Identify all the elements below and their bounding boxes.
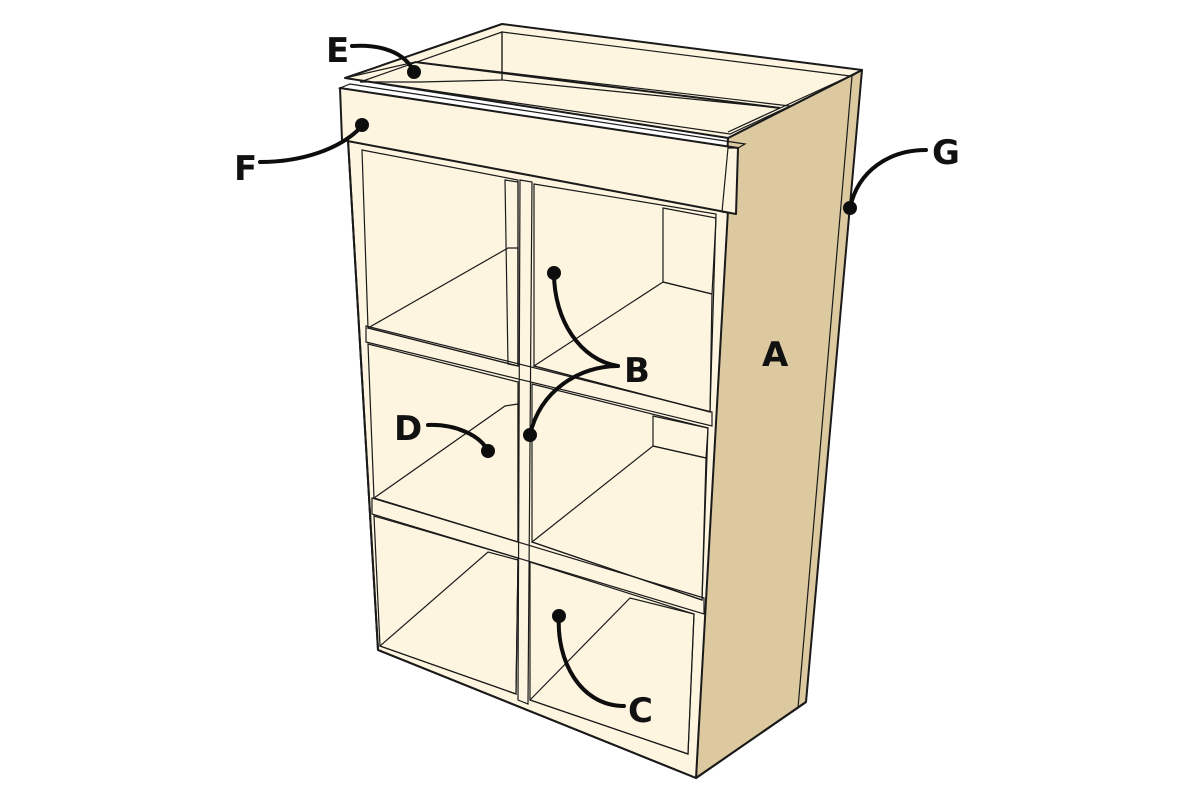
label-B: B: [523, 266, 650, 442]
label-E: E: [326, 31, 421, 79]
top-box: [344, 23, 863, 139]
label-G-text: G: [932, 133, 960, 173]
label-F-text: F: [234, 149, 257, 189]
label-G-dot: [843, 201, 857, 215]
label-F: F: [234, 118, 369, 189]
face-frame: [347, 139, 729, 779]
label-C-dot: [552, 609, 566, 623]
label-A-text: A: [762, 335, 789, 375]
label-D: D: [394, 409, 495, 458]
label-G: G: [843, 133, 960, 215]
label-D-dot: [481, 444, 495, 458]
label-C-text: C: [628, 691, 653, 731]
cubby-bot-right: [528, 561, 695, 755]
label-F-dot: [355, 118, 369, 132]
label-B-dot-1: [547, 266, 561, 280]
label-A: A: [762, 335, 789, 375]
label-D-text: D: [394, 409, 422, 449]
cubby-top-left: [361, 149, 519, 367]
label-E-dot: [407, 65, 421, 79]
top-rail: [337, 83, 747, 215]
shelves: [365, 179, 713, 705]
label-B-dot-2: [523, 428, 537, 442]
label-C: C: [552, 609, 653, 731]
label-E-text: E: [326, 31, 349, 71]
label-B-text: B: [624, 351, 650, 391]
